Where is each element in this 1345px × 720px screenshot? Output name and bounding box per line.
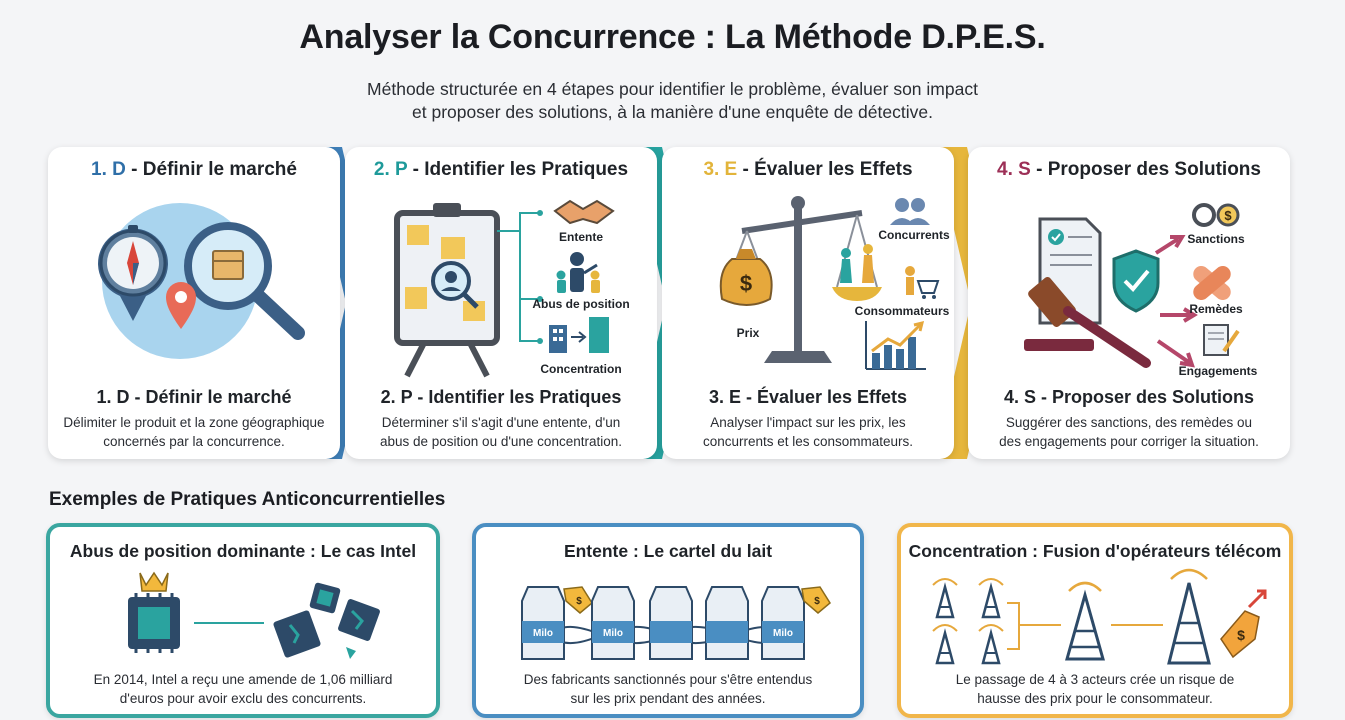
subtitle-line-1: Méthode structurée en 4 étapes pour iden… xyxy=(367,79,978,99)
example-card-telecom-merger: Concentration : Fusion d'opérateurs télé… xyxy=(897,523,1293,718)
people-on-scale-icon xyxy=(840,244,874,283)
examples-section-title: Exemples de Pratiques Anticoncurrentiell… xyxy=(49,489,446,510)
example-3-description: Le passage de 4 à 3 acteurs crée un risq… xyxy=(955,672,1235,706)
tower-a-icon xyxy=(931,577,959,619)
competitors-group-icon xyxy=(890,198,930,225)
step-4-heading-text: - Proposer des Solutions xyxy=(1030,159,1261,180)
price-up-tag-icon: $ xyxy=(1220,589,1267,659)
investigation-board-icon xyxy=(394,203,500,378)
label-abus: Abus de position xyxy=(532,297,629,311)
step-2-heading-text: - Identifier les Pratiques xyxy=(407,159,629,180)
big-tower-icon xyxy=(1167,568,1211,665)
step-4-letter: 4. S xyxy=(997,159,1031,180)
step-3-letter: 3. E xyxy=(703,159,738,180)
label-consommateurs: Consommateurs xyxy=(855,304,950,318)
example-card-intel: Abus de position dominante : Le cas Inte… xyxy=(46,523,440,718)
dominant-figure-icon xyxy=(556,252,600,293)
arrows-icon xyxy=(1154,235,1198,368)
handshake-icon xyxy=(553,199,615,225)
step-3-illustration: $ Prix Concurrents xyxy=(662,191,954,391)
label-entente: Entente xyxy=(559,230,603,244)
label-concurrents: Concurrents xyxy=(878,228,950,242)
handcuffs-icon: $ xyxy=(1192,203,1240,227)
crown-icon xyxy=(139,571,169,592)
broken-chips-icon xyxy=(273,582,380,659)
svg-text:Milo: Milo xyxy=(603,628,623,639)
svg-text:$: $ xyxy=(1224,208,1232,223)
step-2-description: Déterminer s'il s'agit d'une entente, d'… xyxy=(379,415,622,449)
milk-carton-1-icon: Milo xyxy=(521,586,565,660)
step-2-heading: 2. P - Identifier les Pratiques xyxy=(345,159,657,181)
price-tag-1-icon: $ xyxy=(563,586,593,614)
step-3-heading: 3. E - Évaluer les Effets xyxy=(662,159,954,181)
example-3-title: Concentration : Fusion d'opérateurs télé… xyxy=(908,541,1282,561)
label-sanctions: Sanctions xyxy=(1187,232,1245,246)
step-card-evaluate-effects: 3. E - Évaluer les Effets $ Prix xyxy=(662,147,954,459)
milk-carton-5-icon: Milo xyxy=(761,586,805,660)
example-1-description: En 2014, Intel a reçu une amende de 1,06… xyxy=(93,672,393,706)
milk-carton-3-icon xyxy=(649,586,693,660)
label-engagements: Engagements xyxy=(1179,364,1258,378)
svg-text:$: $ xyxy=(740,271,752,296)
tower-b-icon xyxy=(977,577,1005,619)
merged-tower-icon xyxy=(1065,581,1105,661)
step-1-title: 1. D - Définir le marché xyxy=(96,387,292,407)
step-4-title: 4. S - Proposer des Solutions xyxy=(1003,387,1255,407)
svg-text:$: $ xyxy=(576,596,582,607)
step-2-illustration: Entente Abus de position Concentration xyxy=(345,191,657,391)
example-3-illustration: $ xyxy=(901,567,1289,672)
step-3-heading-text: - Évaluer les Effets xyxy=(737,159,913,180)
chip-icon xyxy=(128,593,180,653)
page-title: Analyser la Concurrence : La Méthode D.P… xyxy=(299,18,1046,56)
shield-icon xyxy=(1112,249,1160,313)
tower-c-icon xyxy=(931,623,959,665)
location-pin-icon xyxy=(166,282,196,329)
example-1-illustration xyxy=(50,567,436,672)
milk-carton-4-icon xyxy=(705,586,749,660)
step-card-propose-solutions: 4. S - Proposer des Solutions xyxy=(968,147,1290,459)
step-card-identify-practices: 2. P - Identifier les Pratiques xyxy=(345,147,657,459)
example-2-illustration: Milo $ Milo Milo xyxy=(476,567,860,672)
step-2-title: 2. P - Identifier les Pratiques xyxy=(380,387,622,407)
example-1-title: Abus de position dominante : Le cas Inte… xyxy=(69,541,417,561)
bandage-icon xyxy=(1193,266,1231,300)
step-1-illustration xyxy=(48,191,340,391)
example-card-milk-cartel: Entente : Le cartel du lait Milo $ Milo xyxy=(472,523,864,718)
label-prix: Prix xyxy=(737,326,760,340)
example-2-title: Entente : Le cartel du lait xyxy=(563,541,773,561)
svg-text:$: $ xyxy=(814,596,820,607)
step-4-heading: 4. S - Proposer des Solutions xyxy=(968,159,1290,181)
compass-icon xyxy=(98,225,168,321)
pen-paper-icon xyxy=(1203,324,1240,356)
svg-text:Milo: Milo xyxy=(533,628,553,639)
step-1-letter: 1. D xyxy=(91,159,126,180)
gavel-icon xyxy=(1024,277,1151,368)
money-bag-icon: $ xyxy=(719,249,773,306)
step-4-illustration: $ Sanctions Remèdes Engagements xyxy=(968,191,1290,391)
label-concentration: Concentration xyxy=(540,362,621,376)
page-subtitle: Méthode structurée en 4 étapes pour iden… xyxy=(0,78,1345,124)
step-card-define-market: 1. D - Définir le marché xyxy=(48,147,340,459)
step-2-letter: 2. P xyxy=(373,159,408,180)
svg-text:$: $ xyxy=(1237,627,1245,643)
svg-text:Milo: Milo xyxy=(773,628,793,639)
magnifier-icon xyxy=(184,222,305,340)
step-1-heading-text: - Définir le marché xyxy=(125,159,297,180)
label-remedes: Remèdes xyxy=(1189,302,1243,316)
subtitle-line-2: et proposer des solutions, à la manière … xyxy=(412,102,933,122)
example-2-description: Des fabricants sanctionnés pour s'être e… xyxy=(523,672,813,706)
tower-d-icon xyxy=(977,623,1005,665)
step-3-title: 3. E - Évaluer les Effets xyxy=(708,387,908,407)
shopping-cart-icon xyxy=(905,266,940,299)
step-1-heading: 1. D - Définir le marché xyxy=(48,159,340,181)
rising-chart-icon xyxy=(865,320,926,370)
step-1-description: Délimiter le produit et la zone géograph… xyxy=(63,415,325,449)
merger-icon xyxy=(549,317,609,353)
price-tag-2-icon: $ xyxy=(801,586,831,614)
milk-carton-2-icon: Milo xyxy=(591,586,635,660)
